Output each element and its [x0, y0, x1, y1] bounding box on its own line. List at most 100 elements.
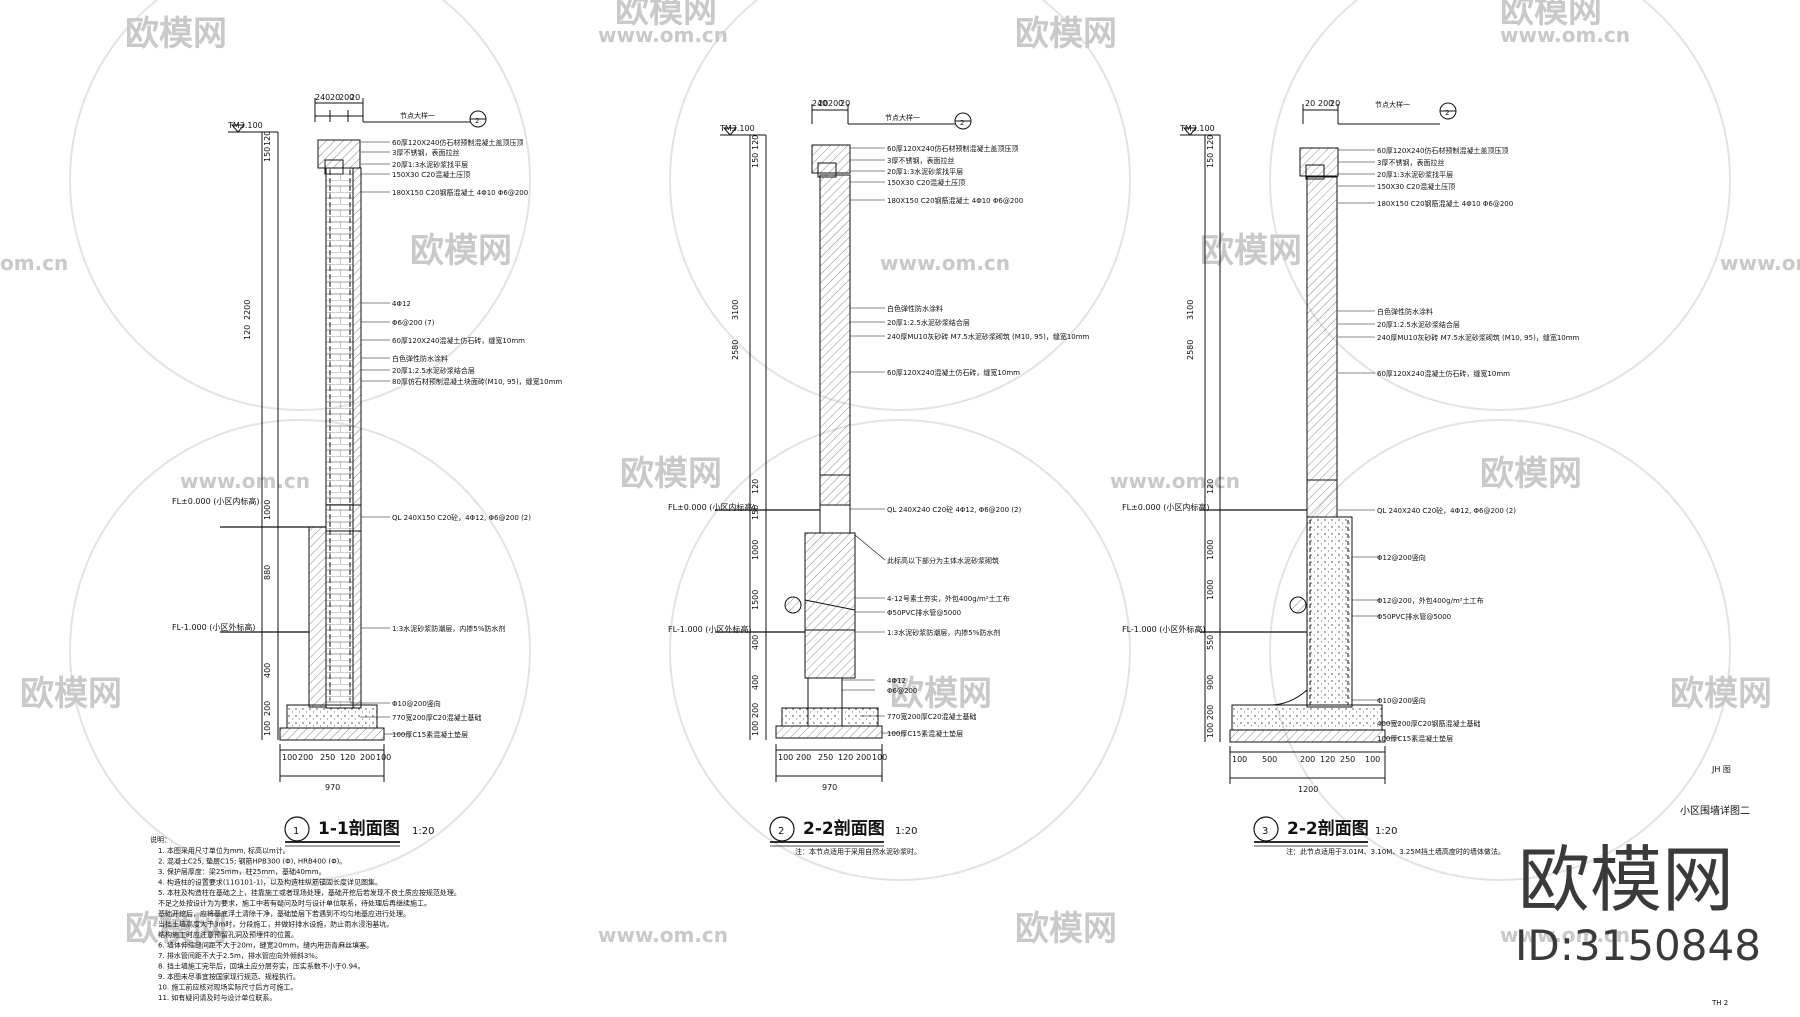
s3-top-dim: 20	[1330, 99, 1340, 108]
s1-annotation: QL 240X150 C20砼，4Φ12, Φ6@200 (2)	[392, 513, 531, 522]
s2-annotation: Φ50PVC排水管@5000	[887, 608, 961, 617]
watermark-url: www.om.cn	[880, 251, 1010, 275]
s3-level-mark: TM3.100	[1179, 124, 1215, 133]
s2-gravel-pack	[784, 596, 802, 614]
watermark-url-short: om.cn	[0, 251, 68, 275]
s1-bottom-dim: 250	[320, 753, 335, 762]
s1-title: 1-1剖面图	[318, 818, 400, 839]
text-layer: 60厚120X240仿石材预制混凝土盖顶压顶3厚不锈钢，表面拉丝20厚1:3水泥…	[150, 93, 1750, 1007]
s2-level-mark: FL±0.000 (小区内标高)	[668, 502, 755, 512]
notes-item: 当挡土墙高度大于3m时，分段施工，并做好排水设施，防止雨水浸泡基坑。	[158, 920, 393, 929]
watermark-url: www.om.cn	[1110, 469, 1240, 493]
s3-base-layer	[1229, 729, 1386, 743]
s2-top-dim: 20	[840, 99, 850, 108]
s1-side-dim: 1000	[263, 500, 272, 520]
s2-total-width: 970	[822, 783, 837, 792]
drawing-title: 小区围墙详图二	[1680, 804, 1750, 817]
notes-item: 9. 本图未尽事宜按国家现行规范、规程执行。	[158, 972, 300, 981]
notes-item: 7. 排水管间距不大于2.5m，排水管应向外倾斜3%。	[158, 951, 322, 960]
s3-annotation: 60厚120X240混凝土仿石砖，缝宽10mm	[1377, 369, 1510, 378]
s1-side-dim: 880	[263, 565, 272, 580]
s1-bottom-dim: 120	[340, 753, 355, 762]
s3-annotation: 100厚C15素混凝土垫层	[1377, 734, 1453, 743]
s2-annotation: 150X30 C20混凝土压顶	[887, 178, 965, 187]
s3-level-mark: FL-1.000 (小区外标高)	[1122, 624, 1206, 634]
s3-top-dim: 20	[1305, 99, 1315, 108]
s2-annotation: 770宽200厚C20混凝土基础	[887, 712, 977, 721]
s3-annotation: QL 240X240 C20砼，4Φ12, Φ6@200 (2)	[1377, 506, 1516, 515]
s1-side-dim: 2200	[243, 300, 252, 320]
s3-side-dim: 3100	[1186, 300, 1195, 320]
section-2	[715, 104, 972, 782]
s2-scale: 1:20	[895, 826, 917, 837]
s3-side-dim: 900	[1206, 675, 1215, 690]
s1-side-dim: 100	[263, 721, 272, 736]
s2-side-dim: 100	[751, 721, 760, 736]
s3-annotation: 3厚不锈钢，表面拉丝	[1377, 158, 1444, 167]
s3-footing	[1231, 704, 1383, 731]
s3-title: 2-2剖面图	[1287, 818, 1369, 839]
s2-annotation: 白色弹性防水涂料	[887, 304, 943, 313]
s2-annotation: 3厚不锈钢，表面拉丝	[887, 156, 954, 165]
s1-bottom-dim: 200	[298, 753, 313, 762]
s2-detail-number: 2	[960, 119, 964, 127]
s3-side-dim: 2580	[1186, 340, 1195, 360]
s2-annotation: QL 240X240 C20砼 4Φ12, Φ6@200 (2)	[887, 505, 1021, 514]
s2-annotation: 60厚120X240混凝土仿石砖，缝宽10mm	[887, 368, 1020, 377]
watermark-brand: 欧模网	[410, 231, 512, 271]
watermark-brand: 欧模网	[20, 674, 122, 714]
s3-annotation: 20厚1:2.5水泥砂浆结合层	[1377, 320, 1460, 329]
watermark-url: www.om.cn	[1500, 923, 1630, 947]
watermark-layer: 欧模网欧模网欧模网欧模网欧模网欧模网欧模网欧模网欧模网欧模网欧模网欧模网欧模网 …	[0, 0, 1800, 949]
watermark-url: www.om.cn	[1720, 251, 1800, 275]
s2-detail-callout: 节点大样一	[885, 113, 920, 122]
section-1	[220, 98, 487, 782]
s3-side-dim: 150	[1206, 153, 1215, 168]
title-markers	[284, 816, 1368, 847]
s2-bottom-note: 注：本节点适用于采用自然水泥砂浆时。	[795, 847, 921, 856]
s1-scale: 1:20	[412, 826, 434, 837]
notes-item: 不足之处按设计为为要求，施工中若有疑问及时与设计单位联系，待处理后再继续施工。	[158, 899, 431, 908]
s1-detail-callout: 节点大样一	[400, 111, 435, 120]
s3-annotation: 150X30 C20混凝土压顶	[1377, 182, 1455, 191]
s3-annotation: Φ10@200竖向	[1377, 696, 1426, 705]
s2-side-dim: 150	[751, 153, 760, 168]
s1-annotation: 150X30 C20混凝土压顶	[392, 170, 470, 179]
s2-top-dim: 200	[828, 99, 843, 108]
s2-level-mark: FL-1.000 (小区外标高)	[668, 624, 752, 634]
s2-bottom-dim: 100	[872, 753, 887, 762]
s1-title-marker-circle	[284, 816, 310, 842]
watermark-brand: 欧模网	[1015, 14, 1117, 54]
s2-annotation: 1:3水泥砂浆防潮层，内掺5%防水剂	[887, 628, 1000, 637]
s2-base-layer	[775, 725, 883, 739]
s3-annotation: Φ50PVC排水管@5000	[1377, 612, 1451, 621]
s1-top-dim: 240	[315, 93, 330, 102]
s2-annotation: Φ6@200	[887, 687, 917, 695]
s1-annotation: 60厚120X240仿石材预制混凝土盖顶压顶	[392, 138, 523, 147]
s3-bottom-dim: 200	[1300, 755, 1315, 764]
s3-side-dim: 550	[1206, 635, 1215, 650]
s1-annotation: 770宽200厚C20混凝土基础	[392, 713, 482, 722]
s2-side-dim: 400	[751, 635, 760, 650]
s2-annotation: 100厚C15素混凝土垫层	[887, 729, 963, 738]
watermark-url: www.om.cn	[1500, 23, 1630, 47]
s1-side-dim: 120	[243, 325, 252, 340]
notes-item: 1. 本图采用尺寸单位为mm, 标高以m计。	[158, 846, 290, 855]
s2-side-dim: 3100	[731, 300, 740, 320]
s2-annotation: 180X150 C20钢筋混凝土 4Φ10 Φ6@200	[887, 196, 1023, 205]
s1-top-dim: 20	[330, 93, 340, 102]
s2-side-dim: 200	[751, 703, 760, 718]
s2-side-dim: 150	[751, 505, 760, 520]
s1-annotation: 1:3水泥砂浆防潮层，内掺5%防水剂	[392, 624, 505, 633]
s2-annotation: 4Φ12	[887, 677, 906, 685]
s3-side-dim: 200	[1206, 705, 1215, 720]
s3-side-dim: 1000	[1206, 540, 1215, 560]
brand-block: 欧模网 ID:3150848	[1515, 838, 1761, 970]
watermark-url: www.om.cn	[598, 923, 728, 947]
s3-title-marker-number: 3	[1262, 826, 1268, 837]
s1-annotation: 20厚1:2.5水泥砂浆结合层	[392, 366, 475, 375]
s3-bottom-dim: 500	[1262, 755, 1277, 764]
s2-title-marker-number: 2	[778, 826, 784, 837]
s3-wall-upper	[1306, 176, 1338, 518]
sheet-number: TH 2	[1711, 999, 1728, 1007]
